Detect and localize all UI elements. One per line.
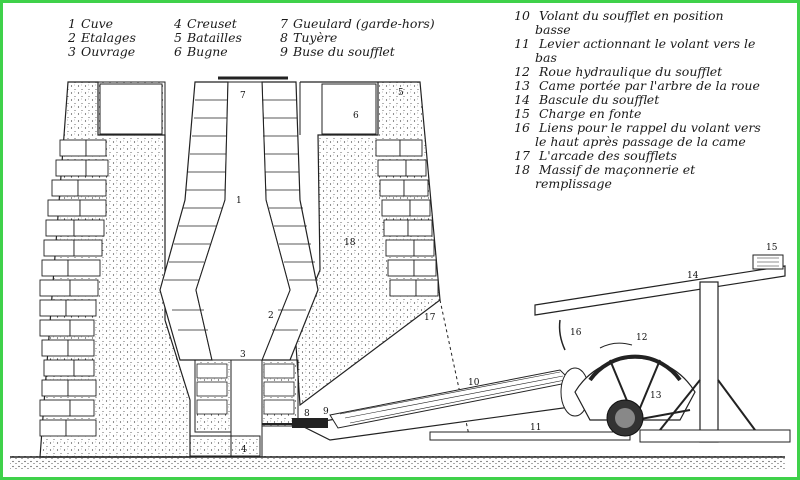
hearth <box>189 359 299 457</box>
callout-14: 14 <box>687 271 699 281</box>
callout-15: 15 <box>766 243 778 253</box>
legend-item: 12 Roue hydraulique du soufflet <box>514 64 723 79</box>
furnace-drawing: 1 2 3 4 5 6 7 8 9 10 11 12 13 14 15 16 1… <box>10 76 791 470</box>
callout-10: 10 <box>468 378 480 388</box>
legend-item: 10 Volant du soufflet en position basse <box>514 8 724 37</box>
callout-13: 13 <box>650 391 662 401</box>
callout-5: 5 <box>398 88 404 98</box>
callout-17: 17 <box>424 313 436 323</box>
rotation-arrow <box>599 342 633 349</box>
callout-11: 11 <box>530 423 541 433</box>
callout-4: 4 <box>241 445 247 455</box>
furnace-lining <box>159 76 319 361</box>
legend-item: 11 Levier actionnant le volant vers le b… <box>514 36 756 65</box>
legend-item: 16 Liens pour le rappel du volant vers l… <box>514 120 761 149</box>
callout-2: 2 <box>268 311 274 321</box>
callout-9: 9 <box>323 407 329 417</box>
legend-item: 15 Charge en fonte <box>514 106 642 121</box>
ground <box>10 456 785 470</box>
bellows-balance <box>534 254 791 443</box>
water-wheel <box>574 354 696 437</box>
legend-item: 13 Came portée par l'arbre de la roue <box>514 78 760 93</box>
stone-blocks-left <box>39 139 109 437</box>
callout-1: 1 <box>236 196 242 206</box>
stone-blocks-right <box>375 139 439 297</box>
legend-item: 14 Bascule du soufflet <box>514 92 660 107</box>
callout-6: 6 <box>353 111 359 121</box>
callout-3: 3 <box>240 350 246 360</box>
bellows-lever <box>429 431 631 441</box>
callout-12: 12 <box>636 333 647 343</box>
legend-item: 17 L'arcade des soufflets <box>514 148 677 163</box>
callout-8: 8 <box>304 409 310 419</box>
callout-18: 18 <box>344 238 356 248</box>
callout-7: 7 <box>240 91 246 101</box>
legend-item: 18 Massif de maçonnerie et remplissage <box>514 162 696 191</box>
legend-column-right: 10 Volant du soufflet en position basse … <box>513 9 763 191</box>
callout-16: 16 <box>570 328 582 338</box>
